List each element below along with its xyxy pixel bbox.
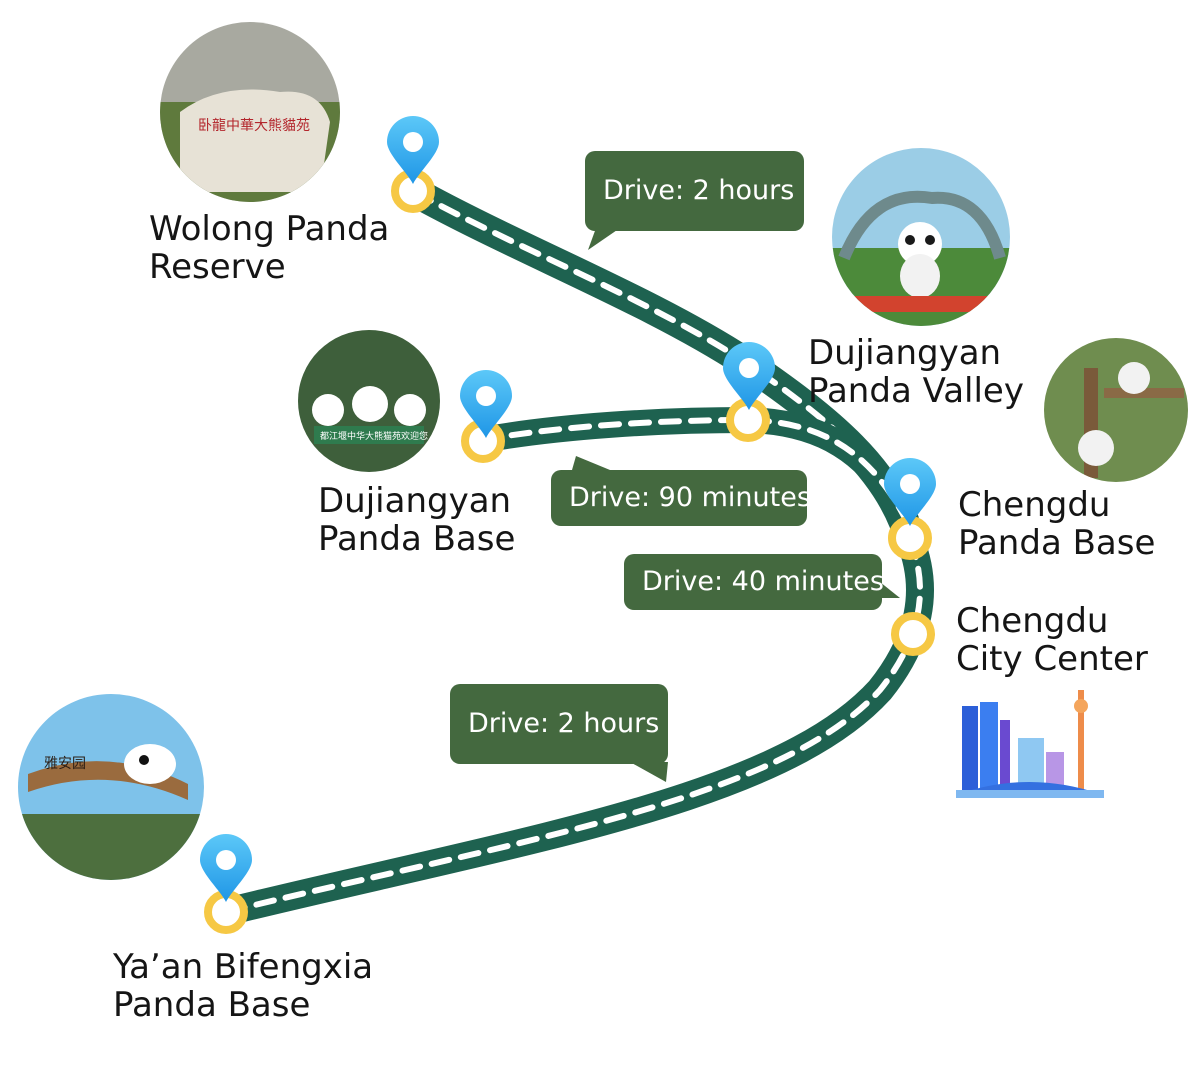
yaan-base-photo: 雅安园: [18, 694, 204, 880]
chengdu-skyline-icon: [956, 690, 1104, 798]
location-pin-icon[interactable]: [387, 116, 439, 184]
drive-time-base-valley: Drive: 90 minutes: [551, 470, 811, 526]
chengdu-base-photo: [1044, 338, 1188, 482]
wolong-sign-text: 卧龍中華大熊貓苑: [198, 117, 310, 134]
dujiangyan-base-photo: 都江堰中华大熊猫苑欢迎您: [298, 330, 440, 472]
location-pin-icon[interactable]: [723, 342, 775, 410]
drive-time-center-chengdu-base: Drive: 40 minutes: [624, 554, 884, 610]
location-pin-icon[interactable]: [200, 834, 252, 902]
wolong-reserve-photo: 卧龍中華大熊貓苑: [160, 22, 340, 202]
bubble-tail: [630, 762, 668, 782]
route-base-dash: [479, 416, 909, 523]
dujiangyan-valley-photo: [832, 148, 1010, 326]
stop-ring-chengdu-center: [891, 612, 935, 656]
bubble-tail: [588, 228, 620, 250]
drive-time-yaan-center: Drive: 2 hours: [450, 684, 668, 764]
bubble-tail: [572, 456, 610, 470]
dujiangyan-base-sign-text: 都江堰中华大熊猫苑欢迎您: [320, 430, 428, 442]
yaan-sign-text: 雅安园: [44, 756, 86, 772]
drive-time-wolong-valley: Drive: 2 hours: [585, 151, 804, 231]
